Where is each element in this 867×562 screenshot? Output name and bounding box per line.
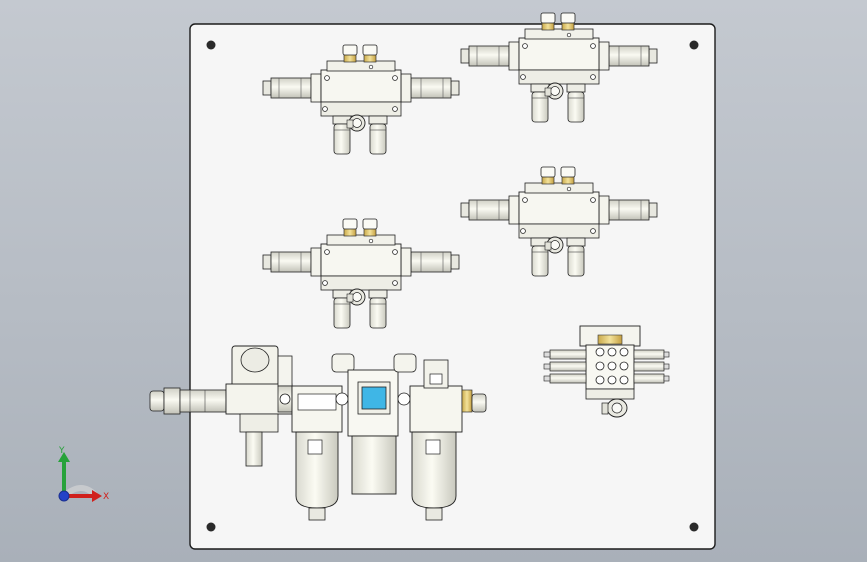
- mounting-hole-top-left: [206, 40, 216, 50]
- valve-manifold[interactable]: [543, 325, 670, 418]
- x-axis-label: X: [103, 492, 109, 502]
- coordinate-triad: Y X: [58, 446, 109, 502]
- y-axis-label: Y: [58, 446, 65, 456]
- pressure-gauge-display: [361, 386, 387, 410]
- mounting-hole-bottom-right: [689, 522, 699, 532]
- frl-unit[interactable]: [149, 345, 487, 521]
- mounting-hole-bottom-left: [206, 522, 216, 532]
- z-axis-marker: [58, 490, 70, 502]
- mounting-hole-top-right: [689, 40, 699, 50]
